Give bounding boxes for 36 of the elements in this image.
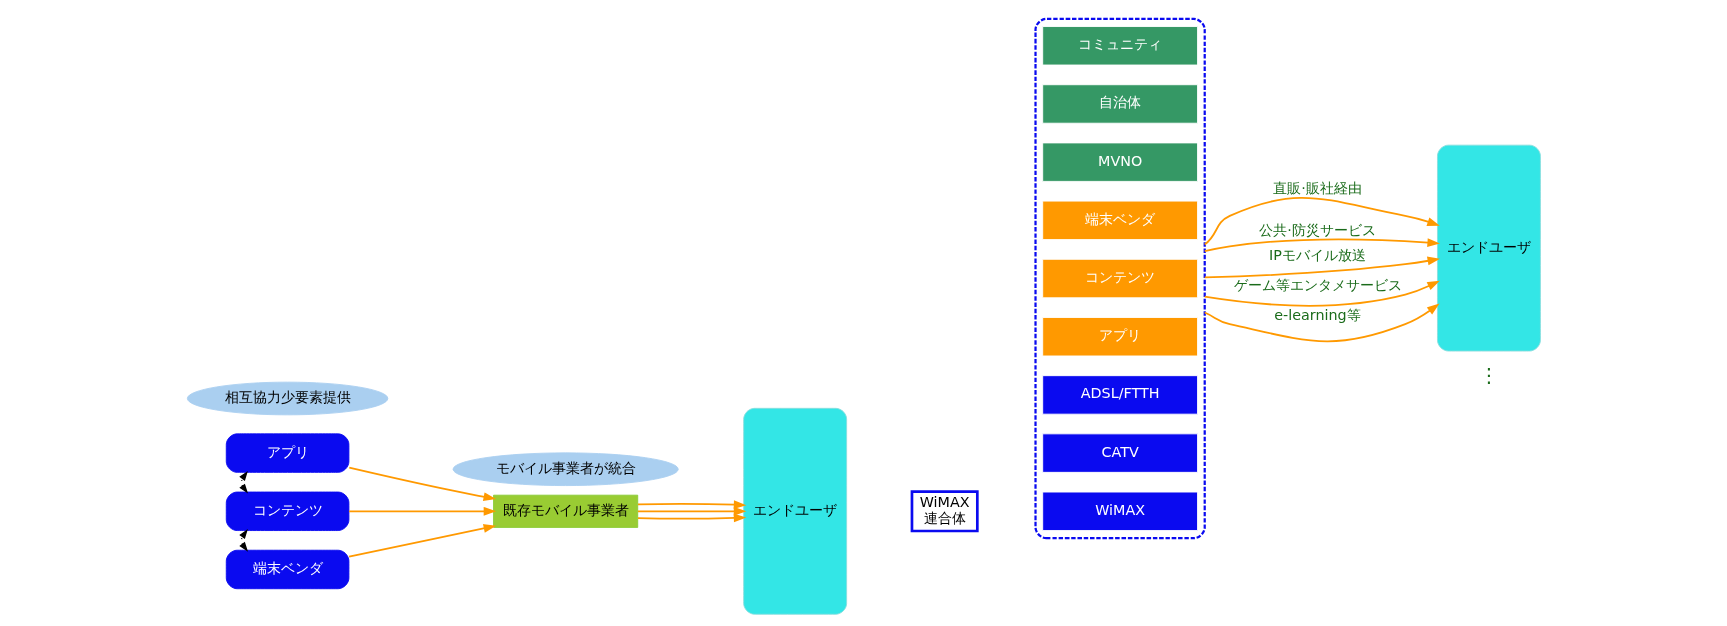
arrow [347, 466, 496, 502]
arrow [636, 500, 746, 510]
node-ellipse: モバイル事業者が統合 [452, 452, 679, 486]
arrow [636, 513, 746, 523]
edge-label: 直販·販社経由 [1272, 180, 1362, 197]
node-ellipse: 相互協力少要素提供 [186, 381, 388, 416]
label: ⋮ [1478, 364, 1499, 388]
node-box: 端末ベンダ [225, 549, 349, 590]
node-box: アプリ [225, 433, 349, 473]
edge-label: IPモバイル放送 [1268, 246, 1366, 263]
node-box: CATV [1041, 433, 1198, 473]
arrow [347, 524, 496, 558]
node-box: コンテンツ [1041, 258, 1198, 299]
arrow [1203, 238, 1440, 253]
node-box: MVNO [1041, 142, 1198, 182]
node-box: 既存モバイル事業者 [492, 494, 638, 528]
node-box: WiMAX 連合体 [910, 490, 979, 533]
edge-label: e-learning等 [1273, 306, 1361, 323]
arrow [347, 506, 496, 516]
node-box: エンドユーザ [742, 407, 847, 615]
cluster [1033, 17, 1206, 540]
node-box: エンドユーザ [1436, 144, 1541, 352]
node-box: アプリ [1041, 317, 1198, 357]
edge-label: 公共·防災サービス [1258, 222, 1376, 239]
node-box: WiMAX [1041, 491, 1198, 531]
arrow [1203, 256, 1440, 279]
edge-label: ゲーム等エンタメサービス [1233, 276, 1402, 293]
arrow [636, 506, 746, 516]
node-box: コミュニティ [1041, 26, 1198, 66]
node-box: 端末ベンダ [1041, 200, 1198, 241]
arrow [1203, 280, 1440, 307]
node-box: 自治体 [1041, 84, 1198, 124]
arrow [1203, 303, 1439, 343]
node-box: コンテンツ [225, 491, 349, 531]
node-box: ADSL/FTTH [1041, 375, 1198, 415]
arrow [1203, 196, 1440, 246]
